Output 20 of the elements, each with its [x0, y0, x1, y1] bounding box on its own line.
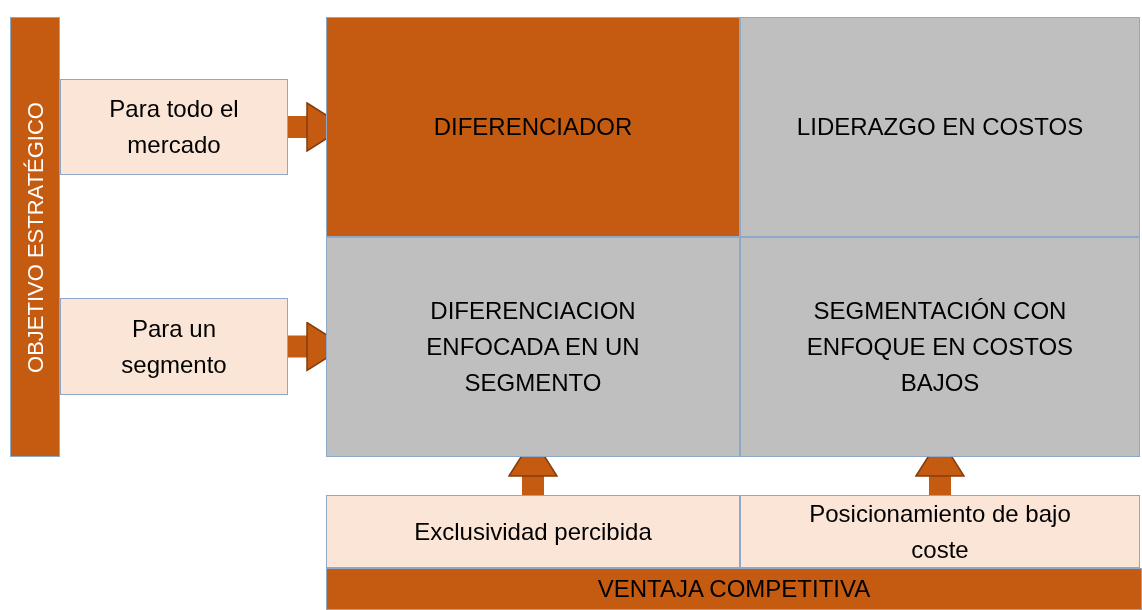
cell-text: SEGMENTACIÓN CON ENFOQUE EN COSTOS BAJOS [805, 296, 1075, 398]
horizontal-bar [326, 568, 1142, 610]
cell-text: Posicionamiento de bajo coste [808, 498, 1072, 565]
cell-text: Para un segmento [120, 313, 228, 380]
cell-text: OBJETIVO ESTRATÉGICO [21, 101, 49, 373]
cell-text: LIDERAZGO EN COSTOS [795, 112, 1085, 142]
cell-text: Exclusividad percibida [413, 516, 653, 547]
matrix-cell [740, 17, 1140, 237]
label-box [60, 298, 288, 395]
label-box [60, 79, 288, 175]
cell-text: VENTAJA COMPETITIVA [596, 574, 872, 604]
matrix-cell [740, 237, 1140, 457]
label-box [740, 495, 1140, 568]
matrix-cell [326, 17, 740, 237]
vertical-bar [10, 17, 60, 457]
matrix-cell [326, 237, 740, 457]
cell-text: Para todo el mercado [108, 94, 240, 160]
label-box [326, 495, 740, 568]
cell-text: DIFERENCIADOR [432, 112, 634, 142]
cell-text: DIFERENCIACION ENFOCADA EN UN SEGMENTO [425, 296, 641, 398]
